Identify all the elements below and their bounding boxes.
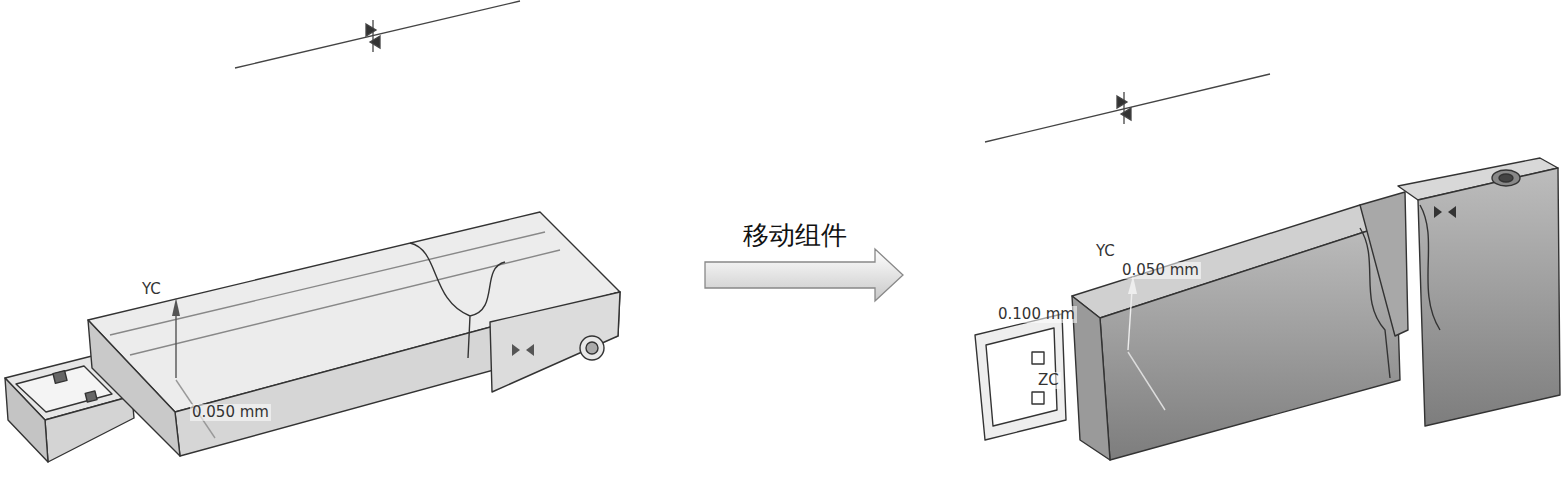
reference-line [235,1,1270,142]
move-arrow [705,249,903,301]
dimension: 0.050 mm [1120,262,1201,279]
axis-label: YC [140,281,163,298]
usb-drive-before [5,212,620,462]
caption-arrow-text: 移动组件 [743,221,847,250]
usb-drive-after [975,158,1560,460]
dimension: 0.050 mm [190,404,271,421]
axis-label: ZC [1036,372,1061,389]
axis-label: YC [1094,243,1117,260]
dimension: 0.100 mm [996,306,1077,323]
